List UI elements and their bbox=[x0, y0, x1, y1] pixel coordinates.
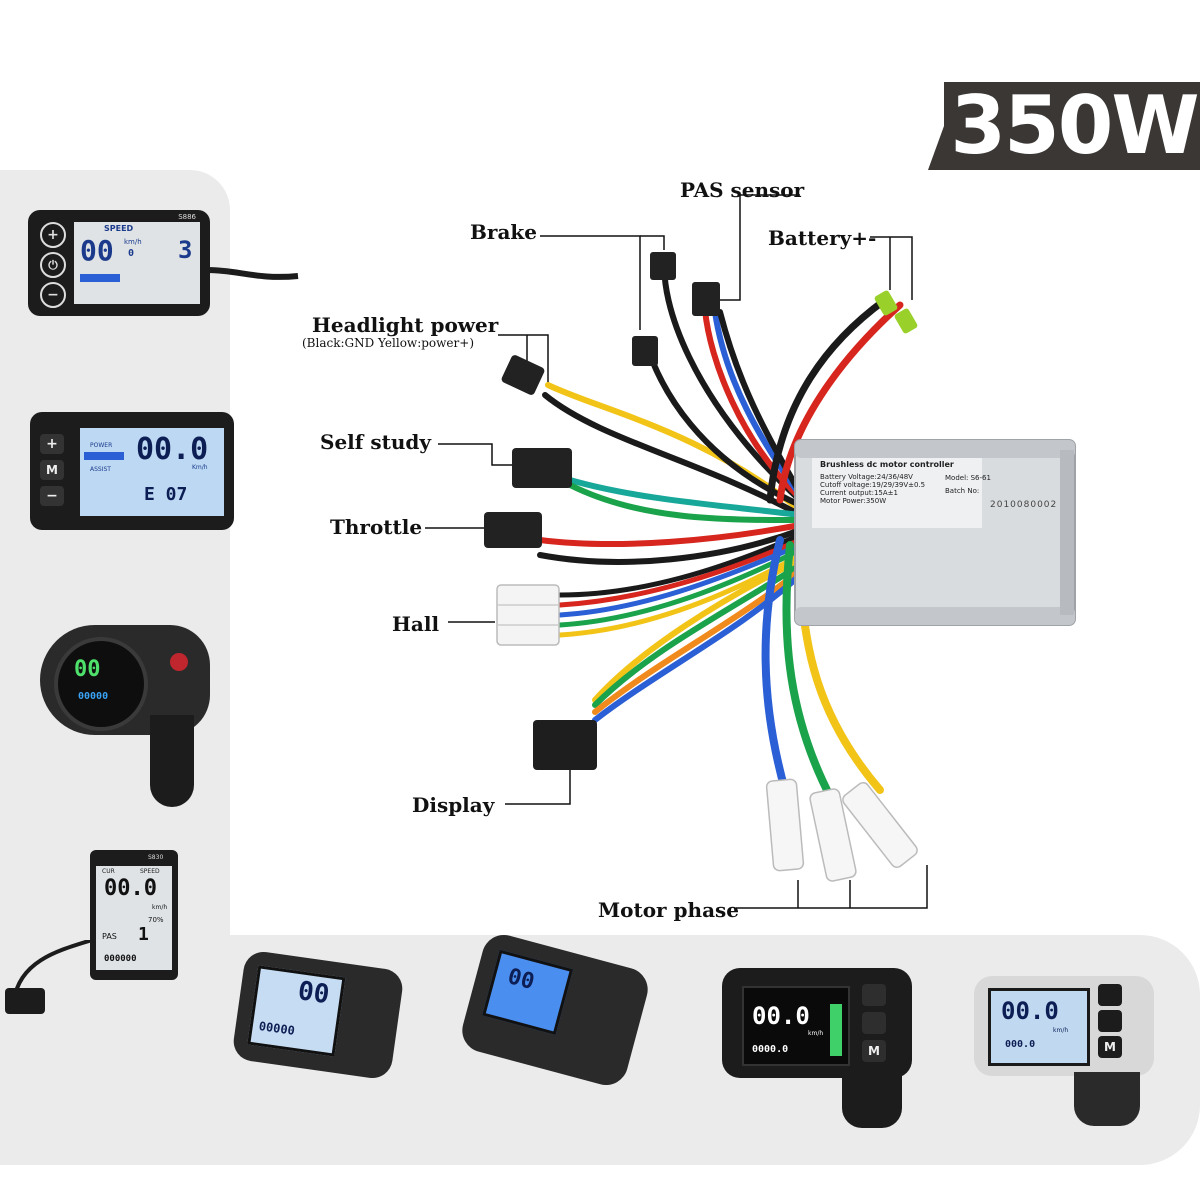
display-s830: CUR SPEED 00.0 km/h 70% PAS 1 000000 S83… bbox=[90, 850, 178, 980]
power-badge bbox=[928, 82, 1200, 170]
color-a-arrow-button[interactable] bbox=[862, 984, 886, 1006]
color-b-arrow-button[interactable] bbox=[1098, 984, 1122, 1006]
controller-batch-number: 2010080002 bbox=[990, 500, 1058, 510]
callout-display: Display bbox=[412, 793, 495, 817]
display-thumb-color-b: 00.0 km/h 000.0 M bbox=[974, 976, 1154, 1126]
display-s886: + ⏻ − SPEED S886 00 km/h 0 3 bbox=[28, 210, 299, 316]
callout-headlight-note: (Black:GND Yellow:power+) bbox=[302, 336, 474, 350]
callout-headlight-power: Headlight power bbox=[312, 313, 499, 337]
plus-button[interactable]: + bbox=[40, 222, 66, 248]
color-b-power-button[interactable] bbox=[1098, 1010, 1122, 1032]
callout-brake: Brake bbox=[470, 220, 537, 244]
thumb-power-button[interactable] bbox=[170, 653, 188, 671]
power-button[interactable]: ⏻ bbox=[40, 252, 66, 278]
color-b-mode-button[interactable]: M bbox=[1098, 1036, 1122, 1058]
g51-plus-button[interactable]: + bbox=[40, 434, 64, 454]
display-thumb-lcd-a: 00 00000 bbox=[231, 949, 405, 1081]
g51-minus-button[interactable]: − bbox=[40, 486, 64, 506]
color-a-mode-button[interactable]: M bbox=[862, 1040, 886, 1062]
callout-self-study: Self study bbox=[320, 430, 431, 454]
callout-throttle: Throttle bbox=[330, 515, 423, 539]
minus-button[interactable]: − bbox=[40, 282, 66, 308]
controller-model: Model: S6-61 bbox=[945, 474, 991, 482]
display-thumb-color-a: 00.0 km/h 0000.0 M bbox=[722, 968, 912, 1128]
callout-hall: Hall bbox=[392, 612, 440, 636]
controller-label: Brushless dc motor controller Battery Vo… bbox=[820, 460, 954, 505]
controller-batch-label: Batch No: bbox=[945, 487, 980, 495]
color-a-power-button[interactable] bbox=[862, 1012, 886, 1034]
s886-screen: SPEED S886 00 km/h 0 3 bbox=[74, 213, 200, 304]
s830-screen: CUR SPEED 00.0 km/h 70% PAS 1 000000 bbox=[96, 866, 172, 970]
controller-box bbox=[794, 439, 1076, 626]
callout-battery: Battery+- bbox=[768, 226, 877, 250]
leader-lines bbox=[425, 194, 928, 909]
display-g51: + M − POWER ASSIST 00.0 Km/h E 07 bbox=[30, 412, 234, 530]
power-badge-label: 350W bbox=[950, 79, 1199, 172]
display-thumb-round: 00 00000 bbox=[40, 625, 210, 807]
callout-pas-sensor: PAS sensor bbox=[680, 178, 805, 202]
g51-mode-button[interactable]: M bbox=[40, 460, 64, 480]
g51-screen: POWER ASSIST 00.0 Km/h E 07 bbox=[80, 428, 224, 516]
callout-motor-phase: Motor phase bbox=[598, 898, 740, 922]
